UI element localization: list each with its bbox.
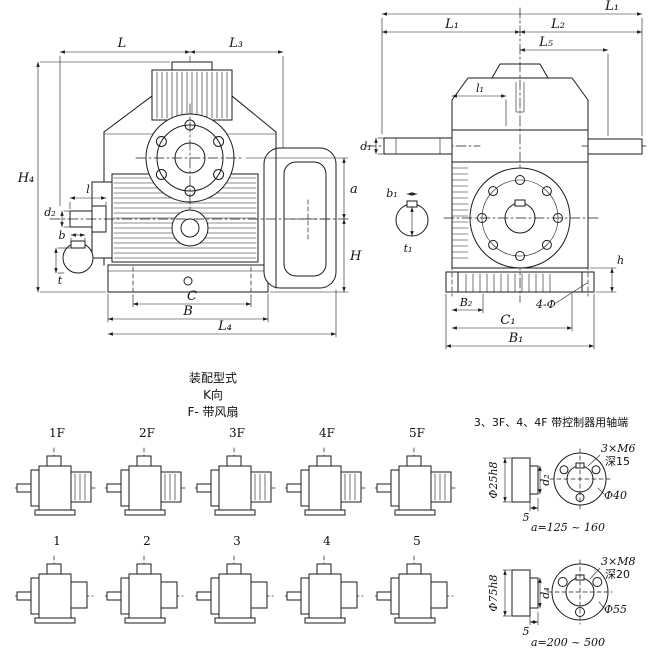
- dim-a-label: a: [350, 182, 358, 197]
- variant-label-2: 2: [143, 534, 151, 548]
- detail1-depth-label: 深15: [605, 455, 630, 468]
- motor-icon-5: [375, 555, 454, 624]
- fan-cowl: [263, 147, 337, 289]
- left-view-dimensions: L L₃ H₄ l d₂ b t C: [17, 36, 362, 338]
- detail2-hub-label: d₄: [539, 587, 552, 598]
- variant-label-4: 4: [323, 534, 331, 548]
- caption-block: 装配型式 K向 F- 带风扇: [187, 371, 238, 419]
- variant-label-2f: 2F: [139, 426, 155, 440]
- variant-label-1f: 1F: [49, 426, 65, 440]
- variant-label-3f: 3F: [229, 426, 245, 440]
- dim-L2-label: L₂: [550, 17, 565, 32]
- detail2-depth-label: 深20: [605, 568, 630, 581]
- motor-icon-4: [285, 555, 364, 624]
- dim-H4-label: H₄: [17, 171, 35, 186]
- dim-b1-label: b₁: [386, 187, 397, 200]
- detail1-hub-label: d₂: [539, 474, 552, 485]
- caption-line2: K向: [203, 387, 223, 402]
- dim-L5-label: L₅: [538, 35, 554, 50]
- dim-B1-label: B₁: [508, 331, 524, 346]
- dim-h-label: h: [617, 254, 624, 267]
- shaft-end-detail-1: Φ25h8 d₂ 5 3×M6 深15 Φ40 a=125 ~ 160: [487, 442, 635, 534]
- dim-B-label: B: [182, 304, 193, 319]
- dim-l1-label: l₁: [476, 82, 484, 95]
- variant-label-5f: 5F: [409, 426, 425, 440]
- detail2-range-label: a=200 ~ 500: [531, 636, 605, 649]
- motor-icon-1: [15, 555, 94, 624]
- shaft-ends-title: 3、3F、4、4F 带控制器用轴端: [474, 415, 628, 429]
- key-section-output: [62, 240, 94, 274]
- lower-boss: [171, 209, 209, 247]
- dim-B2-label: B₂: [459, 296, 473, 309]
- dim-holes-label: 4-Φ: [535, 298, 556, 311]
- right-view-dimensions: L₁ L₁ L₂ L₅ l₁ d₁ b₁ t₁ 4-Φ B₂: [360, 0, 643, 350]
- detail1-bolt-circle-label: Φ40: [604, 489, 627, 502]
- input-shaft: [383, 137, 453, 155]
- dim-C1-label: C₁: [500, 313, 515, 328]
- detail1-thread-label: 3×M6: [601, 442, 635, 455]
- caption-line1: 装配型式: [189, 371, 237, 385]
- dim-l-label: l: [86, 183, 90, 196]
- detail2-step-label: 5: [523, 625, 530, 638]
- dim-L-label: L: [117, 36, 127, 51]
- caption-line3: F- 带风扇: [187, 404, 238, 419]
- dim-L4-label: L₄: [217, 319, 232, 334]
- dim-b-label: b: [58, 229, 65, 242]
- base-ribs: [465, 273, 551, 293]
- dim-d2-label: d₂: [44, 206, 55, 219]
- base: [107, 264, 269, 297]
- left-view: L L₃ H₄ l d₂ b t C: [17, 36, 362, 338]
- motor-icon-3: [195, 555, 274, 624]
- detail1-shaft-dia: Φ25h8: [487, 461, 500, 498]
- base-front: [445, 265, 595, 297]
- dim-L3-label: L₃: [228, 36, 243, 51]
- detail1-range-label: a=125 ~ 160: [531, 521, 605, 534]
- dim-L1-label: L₁: [444, 17, 459, 32]
- flange-face: [135, 103, 245, 215]
- variant-label-3: 3: [233, 534, 241, 548]
- top-shaft-slot: [515, 81, 525, 113]
- motor-icon-1f: [15, 447, 96, 516]
- dim-C-label: C: [187, 289, 197, 304]
- shaft-end-detail-2: Φ75h8 d₄ 5 3×M8 深20 Φ55 a=200 ~ 500: [487, 555, 635, 649]
- front-flange: [443, 167, 601, 269]
- variant-label-1: 1: [53, 534, 61, 548]
- variant-label-5: 5: [413, 534, 421, 548]
- dim-L1-top-label: L₁: [604, 0, 619, 14]
- cooling-fins-top: [156, 71, 228, 119]
- dim-H-label: H: [349, 249, 362, 264]
- shaft-stub: [587, 138, 643, 155]
- motor-icon-2f: [105, 447, 186, 516]
- variants-row-2: 1 2 3 4 5: [15, 534, 454, 624]
- variants-row-1: 1F 2F 3F 4F 5F: [15, 426, 456, 516]
- motor-icon-3f: [195, 447, 276, 516]
- dim-t-label: t: [58, 274, 63, 287]
- dim-t1-label: t₁: [404, 242, 413, 255]
- variant-label-4f: 4F: [319, 426, 335, 440]
- detail2-shaft-dia: Φ75h8: [487, 574, 500, 611]
- detail2-bolt-circle-label: Φ55: [604, 603, 627, 616]
- detail1-step-label: 5: [523, 511, 530, 524]
- motor-icon-4f: [285, 447, 366, 516]
- dim-d1-label: d₁: [360, 140, 371, 153]
- motor-icon-5f: [375, 447, 456, 516]
- motor-icon-2: [105, 555, 184, 624]
- detail2-thread-label: 3×M8: [601, 555, 635, 568]
- cooling-fins-front: [451, 167, 469, 259]
- right-view: L₁ L₁ L₂ L₅ l₁ d₁ b₁ t₁ 4-Φ B₂: [360, 0, 649, 350]
